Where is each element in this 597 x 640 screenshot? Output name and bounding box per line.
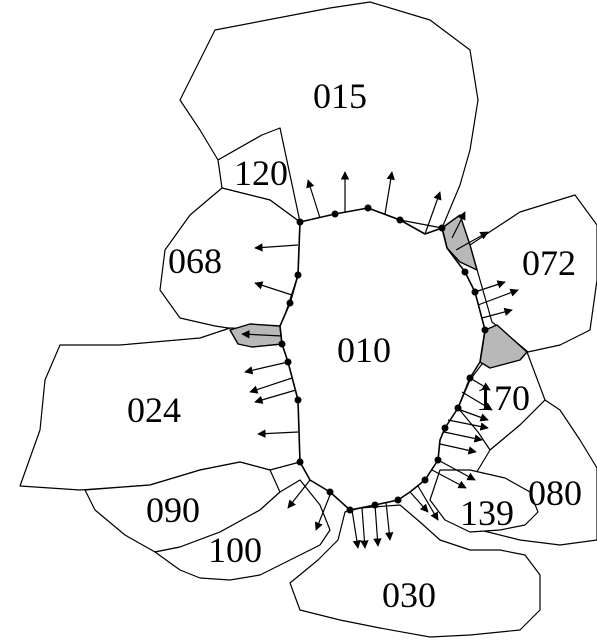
- region-label-030: 030: [382, 575, 436, 615]
- region-label-139: 139: [460, 493, 514, 533]
- region-label-120: 120: [234, 153, 288, 193]
- boundary-vertices: [278, 204, 489, 514]
- region-label-080: 080: [528, 473, 582, 513]
- region-label-015: 015: [313, 76, 367, 116]
- region-label-024: 024: [127, 390, 181, 430]
- region-139-outline: [429, 469, 539, 533]
- region-label-068: 068: [168, 241, 222, 281]
- region-label-090: 090: [146, 490, 200, 530]
- outward-arrows: [241, 171, 519, 549]
- region-label-072: 072: [522, 243, 576, 283]
- region-label-170: 170: [476, 378, 530, 418]
- region-label-010: 010: [337, 330, 391, 370]
- region-label-100: 100: [208, 530, 262, 570]
- region-100-outline: [154, 479, 331, 581]
- region-015-outline: [179, 1, 479, 229]
